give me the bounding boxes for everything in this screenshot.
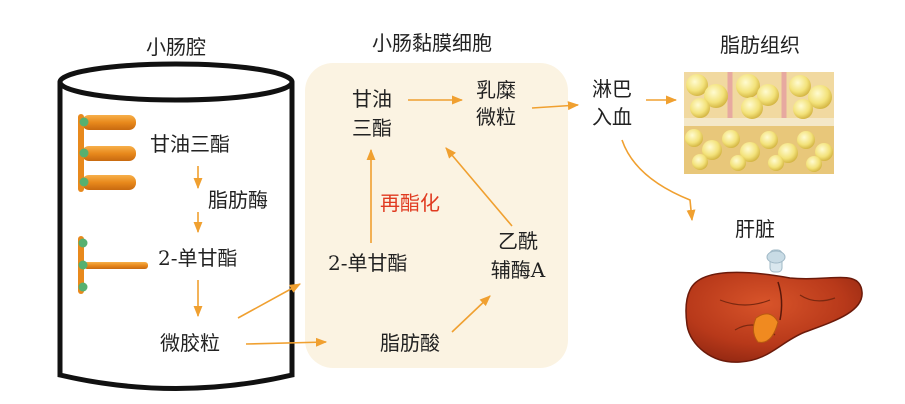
adipose-title: 脂肪组织 — [720, 33, 800, 57]
mucosa-title: 小肠黏膜细胞 — [372, 31, 492, 55]
mucosa-panel — [305, 63, 568, 368]
monoglyceride-molecule-icon — [78, 236, 148, 294]
mg-cell-label: 2-单甘酯 — [328, 251, 407, 275]
arrow-coa-to-tg-cell — [445, 147, 513, 227]
arrow-micelle-to-mg-cell — [237, 283, 301, 319]
chylomicron-label-line2: 微粒 — [476, 105, 516, 129]
fatty-acid-label: 脂肪酸 — [380, 331, 440, 355]
arrow-fatty-acid-to-coa — [451, 295, 491, 333]
tg-cell-label-line2: 三酯 — [352, 116, 392, 140]
acetyl-coa-label-line1: 乙酰 — [498, 229, 538, 253]
lymph-label-line1: 淋巴 — [592, 77, 632, 101]
arrow-lymph-to-liver — [621, 139, 696, 222]
chylomicron-label-line1: 乳糜 — [476, 78, 516, 102]
arrow-micelle-to-fatty-acid — [245, 337, 328, 347]
acetyl-coa-label-line2: 辅酶A — [491, 258, 546, 282]
arrow-chylo-to-lymph — [531, 101, 580, 111]
triglyceride-molecule-icon — [78, 114, 136, 192]
flow-arrows — [193, 95, 696, 347]
micelle-label: 微胶粒 — [160, 331, 220, 355]
lymph-label-line2: 入血 — [592, 105, 632, 129]
mg-lumen-label: 2-单甘酯 — [158, 246, 237, 270]
tg-lumen-label: 甘油三酯 — [150, 132, 230, 156]
liver-title: 肝脏 — [735, 217, 775, 241]
lumen-title: 小肠腔 — [146, 35, 206, 59]
liver-image — [685, 249, 863, 363]
lipase-label: 脂肪酶 — [208, 188, 268, 212]
adipose-tissue-image — [684, 72, 834, 174]
lumen-cylinder — [57, 61, 295, 391]
reesterification-label: 再酯化 — [380, 191, 440, 215]
tg-cell-label-line1: 甘油 — [352, 87, 392, 111]
